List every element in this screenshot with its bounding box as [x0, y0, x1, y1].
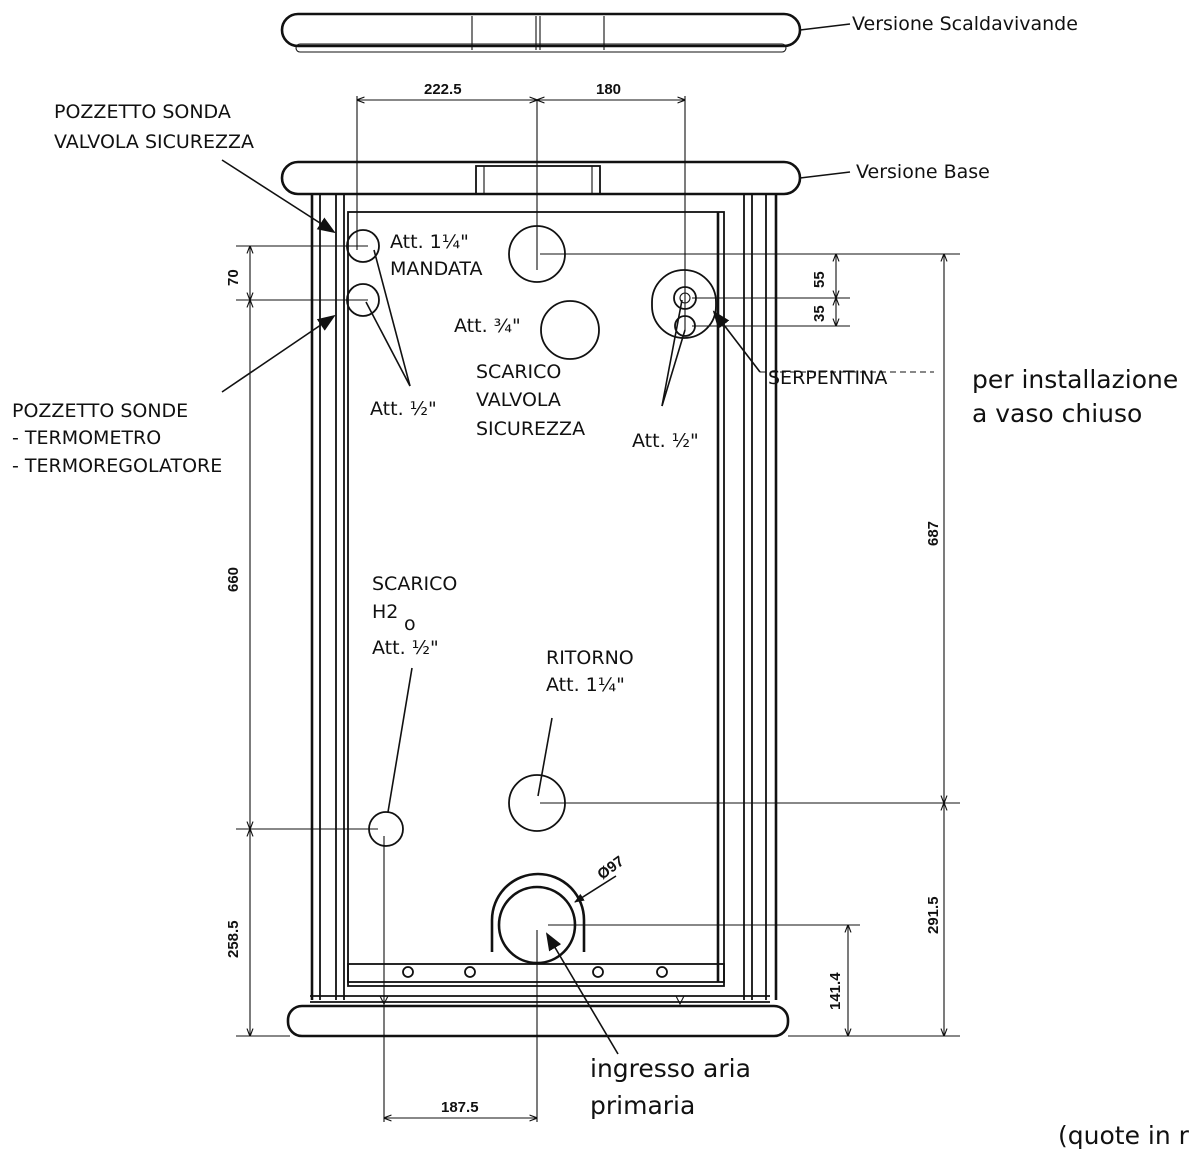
serpentina-fitting	[651, 269, 717, 339]
dimension-lines	[236, 100, 960, 1118]
label-versione-base: Versione Base	[856, 161, 990, 183]
labels: Versione Scaldavivande Versione Base POZ…	[12, 13, 1190, 1150]
dim-687: 687	[925, 521, 942, 546]
dim-187-5: 187.5	[441, 1099, 479, 1116]
label-att-34: Att. ¾"	[454, 315, 521, 337]
dimension-values: 222.5 180 187.5 70 660 258.5 55 35 687 2…	[225, 81, 942, 1116]
label-scarico-h2o-3: Att. ½"	[372, 637, 439, 659]
label-scarico-valvola-1: SCARICO	[476, 361, 561, 383]
dim-70: 70	[225, 269, 242, 286]
base-lid	[280, 160, 851, 196]
label-installazione-1: per installazione	[972, 365, 1178, 394]
label-scarico-h2o-sub: o	[404, 613, 416, 635]
label-att-half-right: Att. ½"	[632, 430, 699, 452]
dim-291-5: 291.5	[925, 896, 942, 934]
ingresso-aria-fitting	[490, 872, 586, 965]
scaldavivande-lid	[280, 12, 851, 53]
label-pozzetto-sonda-1: POZZETTO SONDA	[54, 101, 231, 123]
label-scarico-valvola-2: VALVOLA	[476, 389, 561, 411]
dim-222-5: 222.5	[424, 81, 462, 98]
label-scarico-h2o-1: SCARICO	[372, 573, 457, 595]
label-pozzetto-sonda-2: VALVOLA SICUREZZA	[54, 131, 254, 153]
dim-258-5: 258.5	[225, 920, 242, 958]
label-mandata: MANDATA	[390, 258, 483, 280]
label-pozzetto-sonde-1: POZZETTO SONDE	[12, 400, 188, 422]
leader-arrows	[221, 159, 934, 1055]
label-ingresso-2: primaria	[590, 1091, 695, 1120]
centre-marks	[356, 96, 686, 1122]
label-att-half-left: Att. ½"	[370, 398, 437, 420]
label-quote-note: (quote in r	[1058, 1121, 1190, 1150]
dim-141-4: 141.4	[827, 972, 844, 1010]
label-scarico-valvola-3: SICUREZZA	[476, 418, 585, 440]
cabinet-body	[286, 194, 790, 1038]
label-scarico-h2o-2: H2	[372, 601, 398, 623]
dim-55: 55	[811, 271, 828, 288]
label-ritorno-1: RITORNO	[546, 647, 634, 669]
dim-660: 660	[225, 567, 242, 592]
label-att-114: Att. 1¼"	[390, 231, 469, 253]
label-ritorno-2: Att. 1¼"	[546, 674, 625, 696]
label-pozzetto-sonde-2: - TERMOMETRO	[12, 427, 161, 449]
scarico-valvola-fitting	[540, 300, 600, 360]
label-pozzetto-sonde-3: - TERMOREGOLATORE	[12, 455, 222, 477]
label-serpentina: SERPENTINA	[768, 367, 887, 389]
dim-35: 35	[811, 305, 828, 322]
label-ingresso-1: ingresso aria	[590, 1054, 751, 1083]
dim-180: 180	[596, 81, 621, 98]
label-installazione-2: a vaso chiuso	[972, 399, 1142, 428]
label-versione-scaldavivande: Versione Scaldavivande	[852, 13, 1078, 35]
